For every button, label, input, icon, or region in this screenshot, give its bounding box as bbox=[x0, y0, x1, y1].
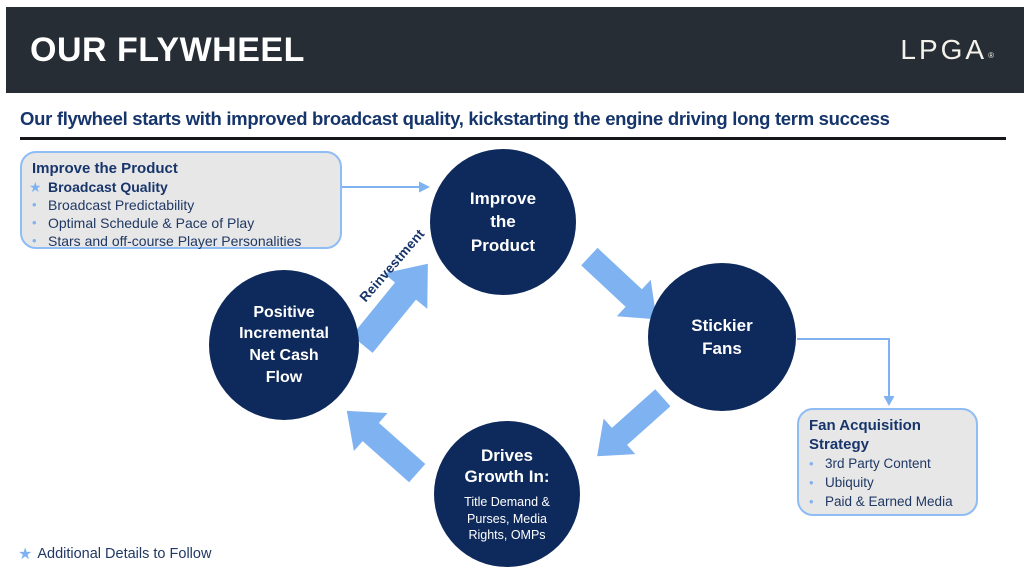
bullet-icon: • bbox=[809, 475, 814, 490]
list-item: • Broadcast Predictability bbox=[32, 196, 330, 214]
list-item-label: Broadcast Predictability bbox=[48, 197, 195, 213]
flywheel-node-net-cash-flow: Positive Incremental Net Cash Flow bbox=[209, 270, 359, 420]
page-title: OUR FLYWHEEL bbox=[30, 31, 305, 69]
bullet-icon: • bbox=[809, 494, 814, 509]
fan-acquisition-callout: Fan Acquisition Strategy • 3rd Party Con… bbox=[797, 408, 978, 516]
list-item: • Optimal Schedule & Pace of Play bbox=[32, 214, 330, 232]
subtitle-text: Our flywheel starts with improved broadc… bbox=[20, 108, 890, 129]
bullet-icon: • bbox=[32, 215, 37, 230]
list-item-label: Optimal Schedule & Pace of Play bbox=[48, 215, 255, 231]
list-item-starred: ★ Broadcast Quality bbox=[29, 178, 330, 196]
list-item: • Stars and off-course Player Personalit… bbox=[32, 232, 330, 250]
bullet-icon: • bbox=[32, 233, 37, 248]
node-sublabel: Title Demand & Purses, Media Rights, OMP… bbox=[464, 495, 550, 542]
bullet-icon: • bbox=[32, 197, 37, 212]
callout-title: Fan Acquisition Strategy bbox=[809, 417, 921, 453]
flywheel-node-drives-growth: Drives Growth In: Title Demand & Purses,… bbox=[434, 421, 580, 567]
node-label: Improve the Product bbox=[469, 188, 537, 255]
arrow-positive-to-improve-icon bbox=[351, 263, 428, 353]
bullet-icon: • bbox=[809, 456, 814, 471]
list-item-label: Paid & Earned Media bbox=[825, 494, 953, 509]
lpga-logo: LPGA ® bbox=[900, 36, 994, 64]
lpga-logo-text: LPGA bbox=[900, 34, 988, 65]
list-item-label: 3rd Party Content bbox=[825, 456, 931, 471]
footer-note-text: Additional Details to Follow bbox=[37, 546, 212, 562]
callout-title: Improve the Product bbox=[32, 160, 178, 177]
list-item-label: Ubiquity bbox=[825, 475, 874, 490]
arrow-drives-to-positive-icon bbox=[346, 410, 426, 483]
footer-note: ★ Additional Details to Follow bbox=[18, 544, 211, 564]
list-item: • Ubiquity bbox=[809, 473, 966, 492]
node-label: Positive Incremental Net Cash Flow bbox=[239, 303, 329, 386]
arrow-improve-to-stickier-icon bbox=[581, 247, 657, 320]
improve-product-callout: Improve the Product ★ Broadcast Quality … bbox=[20, 151, 342, 249]
node-label: Stickier Fans bbox=[691, 315, 753, 358]
header-bar: OUR FLYWHEEL LPGA ® bbox=[6, 7, 1024, 93]
connector-leftbox-to-improve-icon bbox=[342, 181, 430, 193]
list-item: • Paid & Earned Media bbox=[809, 492, 966, 511]
flywheel-node-improve-product: Improve the Product bbox=[430, 149, 576, 295]
subtitle-rule: Our flywheel starts with improved broadc… bbox=[20, 108, 1006, 140]
node-label: Drives Growth In: bbox=[464, 445, 550, 487]
list-item-label: Stars and off-course Player Personalitie… bbox=[48, 233, 302, 249]
arrow-stickier-to-drives-icon bbox=[597, 389, 671, 457]
flywheel-node-stickier-fans: Stickier Fans bbox=[648, 263, 796, 411]
star-icon: ★ bbox=[29, 179, 42, 195]
registered-mark-icon: ® bbox=[988, 51, 994, 60]
connector-stickier-to-rightbox-icon bbox=[797, 338, 895, 406]
list-item-label: Broadcast Quality bbox=[48, 179, 168, 195]
list-item: • 3rd Party Content bbox=[809, 454, 966, 473]
star-icon: ★ bbox=[18, 546, 33, 563]
